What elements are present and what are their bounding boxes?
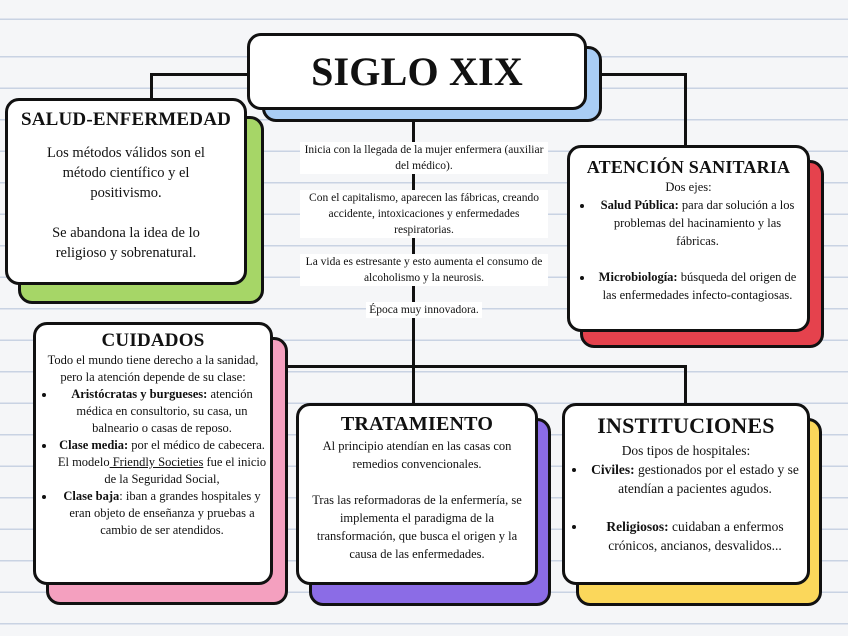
instituciones-item: Religiosos: cuidaban a enfermos crónicos… — [587, 517, 803, 555]
cuidados-box: CUIDADOS Todo el mundo tiene derecho a l… — [33, 322, 273, 585]
main-title: SIGLO XIX — [311, 49, 523, 94]
center-text-3: La vida es estresante y esto aumenta el … — [300, 254, 548, 286]
salud-enfermedad-box: SALUD-ENFERMEDAD Los métodos válidos son… — [5, 98, 247, 285]
item-label: Religiosos: — [606, 519, 669, 534]
item-text: por el médico de cabecera. El modelo — [57, 438, 265, 469]
atencion-item: Microbiología: búsqueda del origen de la… — [594, 268, 801, 304]
item-text: : iban a grandes hospitales y eran objet… — [69, 489, 261, 537]
item-label: Aristócratas y burgueses: — [71, 387, 208, 401]
atencion-item: Salud Pública: para dar solución a los p… — [594, 196, 801, 250]
cuidados-intro: Todo el mundo tiene derecho a la sanidad… — [47, 353, 259, 384]
salud-text-1: Los métodos válidos son el método cientí… — [47, 145, 205, 201]
item-label: Clase baja — [63, 489, 120, 503]
cuidados-item: Clase media: por el médico de cabecera. … — [56, 437, 268, 488]
connector — [684, 73, 687, 147]
salud-text-2: Se abandona la idea de lo religioso y so… — [52, 225, 200, 261]
item-label: Salud Pública: — [600, 198, 679, 212]
tratamiento-box: TRATAMIENTO Al principio atendían en las… — [296, 403, 538, 585]
item-label: Clase media: — [59, 438, 129, 452]
item-label: Microbiología: — [598, 270, 678, 284]
atencion-sanitaria-box: ATENCIÓN SANITARIA Dos ejes: Salud Públi… — [567, 145, 810, 332]
item-label: Civiles: — [591, 462, 635, 477]
center-text-2: Con el capitalismo, aparecen las fábrica… — [300, 190, 548, 238]
item-text: atención médica en consultorio, su casa,… — [76, 387, 253, 435]
atencion-intro: Dos ejes: — [665, 180, 712, 194]
tratamiento-text-2: Tras las reformadoras de la enfermería, … — [312, 493, 522, 561]
cuidados-item: Aristócratas y burgueses: atención médic… — [56, 386, 268, 437]
friendly-societies-link[interactable]: Friendly Societies — [109, 455, 204, 469]
atencion-title: ATENCIÓN SANITARIA — [586, 157, 791, 177]
connector — [684, 365, 687, 405]
item-text: para dar solución a los problemas del ha… — [613, 198, 795, 248]
connector — [150, 73, 153, 101]
connector — [585, 73, 687, 76]
instituciones-title: INSTITUCIONES — [597, 413, 775, 438]
salud-title: SALUD-ENFERMEDAD — [20, 109, 232, 130]
connector — [150, 73, 250, 76]
instituciones-item: Civiles: gestionados por el estado y se … — [587, 460, 803, 498]
center-text-4: Época muy innovadora. — [366, 302, 482, 318]
instituciones-intro: Dos tipos de hospitales: — [621, 443, 751, 458]
center-text-1: Inicia con la llegada de la mujer enferm… — [300, 142, 548, 174]
cuidados-title: CUIDADOS — [101, 330, 205, 351]
connector — [272, 365, 687, 368]
instituciones-box: INSTITUCIONES Dos tipos de hospitales: C… — [562, 403, 810, 585]
item-text: búsqueda del origen de las enfermedades … — [602, 270, 797, 302]
tratamiento-title: TRATAMIENTO — [340, 413, 494, 435]
main-title-box: SIGLO XIX — [247, 33, 587, 110]
item-text: gestionados por el estado y se atendían … — [618, 462, 799, 496]
tratamiento-text-1: Al principio atendían en las casas con r… — [322, 439, 512, 471]
item-text: cuidaban a enfermos crónicos, ancianos, … — [608, 519, 784, 553]
item-text: fue el inicio de la Seguridad Social, — [104, 455, 267, 486]
cuidados-item: Clase baja: iban a grandes hospitales y … — [56, 488, 268, 539]
center-description: Inicia con la llegada de la mujer enferm… — [300, 142, 548, 318]
